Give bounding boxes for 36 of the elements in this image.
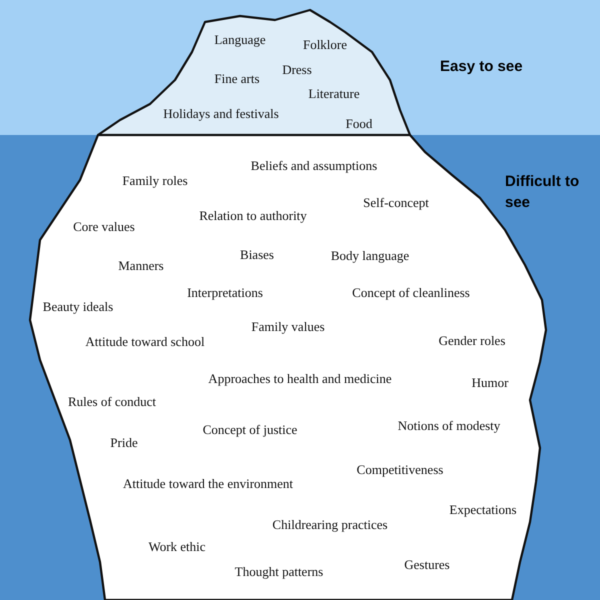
culture-item-text: Concept of cleanliness [352,285,470,301]
culture-item-text: Notions of modesty [398,418,500,434]
culture-item-text: Attitude toward the environment [122,476,294,492]
culture-item-text: Competitiveness [356,462,444,478]
culture-item-text: Beliefs and assumptions [250,158,378,174]
culture-item-text: Attitude toward school [85,334,205,350]
culture-item-text: Body language [330,248,410,264]
culture-item-text: Relation to authority [199,208,307,224]
culture-item-text: Holidays and festivals [163,106,279,122]
culture-item-text: Thought patterns [234,564,324,580]
culture-item-text: Literature [308,86,360,102]
culture-item-text: Beauty ideals [42,299,114,315]
culture-item-text: Humor [472,375,508,391]
culture-item-text: Work ethic [148,539,206,555]
culture-item-text: Concept of justice [202,422,298,438]
culture-item-text: Folklore [302,37,348,53]
culture-item-text: Biases [240,247,274,263]
culture-item-text: Gender roles [438,333,506,349]
culture-item-text: Approaches to health and medicine [208,371,392,387]
culture-item-text: Expectations [449,502,517,518]
culture-item-text: Family roles [122,173,188,189]
culture-item-text: Fine arts [214,71,260,87]
culture-item-text: Interpretations [187,285,263,301]
culture-item-text: Gestures [404,557,450,573]
heading-label: Easy to see [440,57,524,77]
culture-item-text: Manners [118,258,164,274]
culture-item-text: Self-concept [363,195,429,211]
culture-item-text: Family values [251,319,325,335]
culture-item-text: Language [214,32,266,48]
culture-item-text: Childrearing practices [272,517,388,533]
culture-item-text: Core values [73,219,135,235]
culture-item-text: Dress [282,62,312,78]
heading-label: Difficult to see [505,172,580,213]
culture-item-text: Pride [110,435,138,451]
culture-item-text: Food [346,116,372,132]
culture-item-text: Rules of conduct [68,394,156,410]
